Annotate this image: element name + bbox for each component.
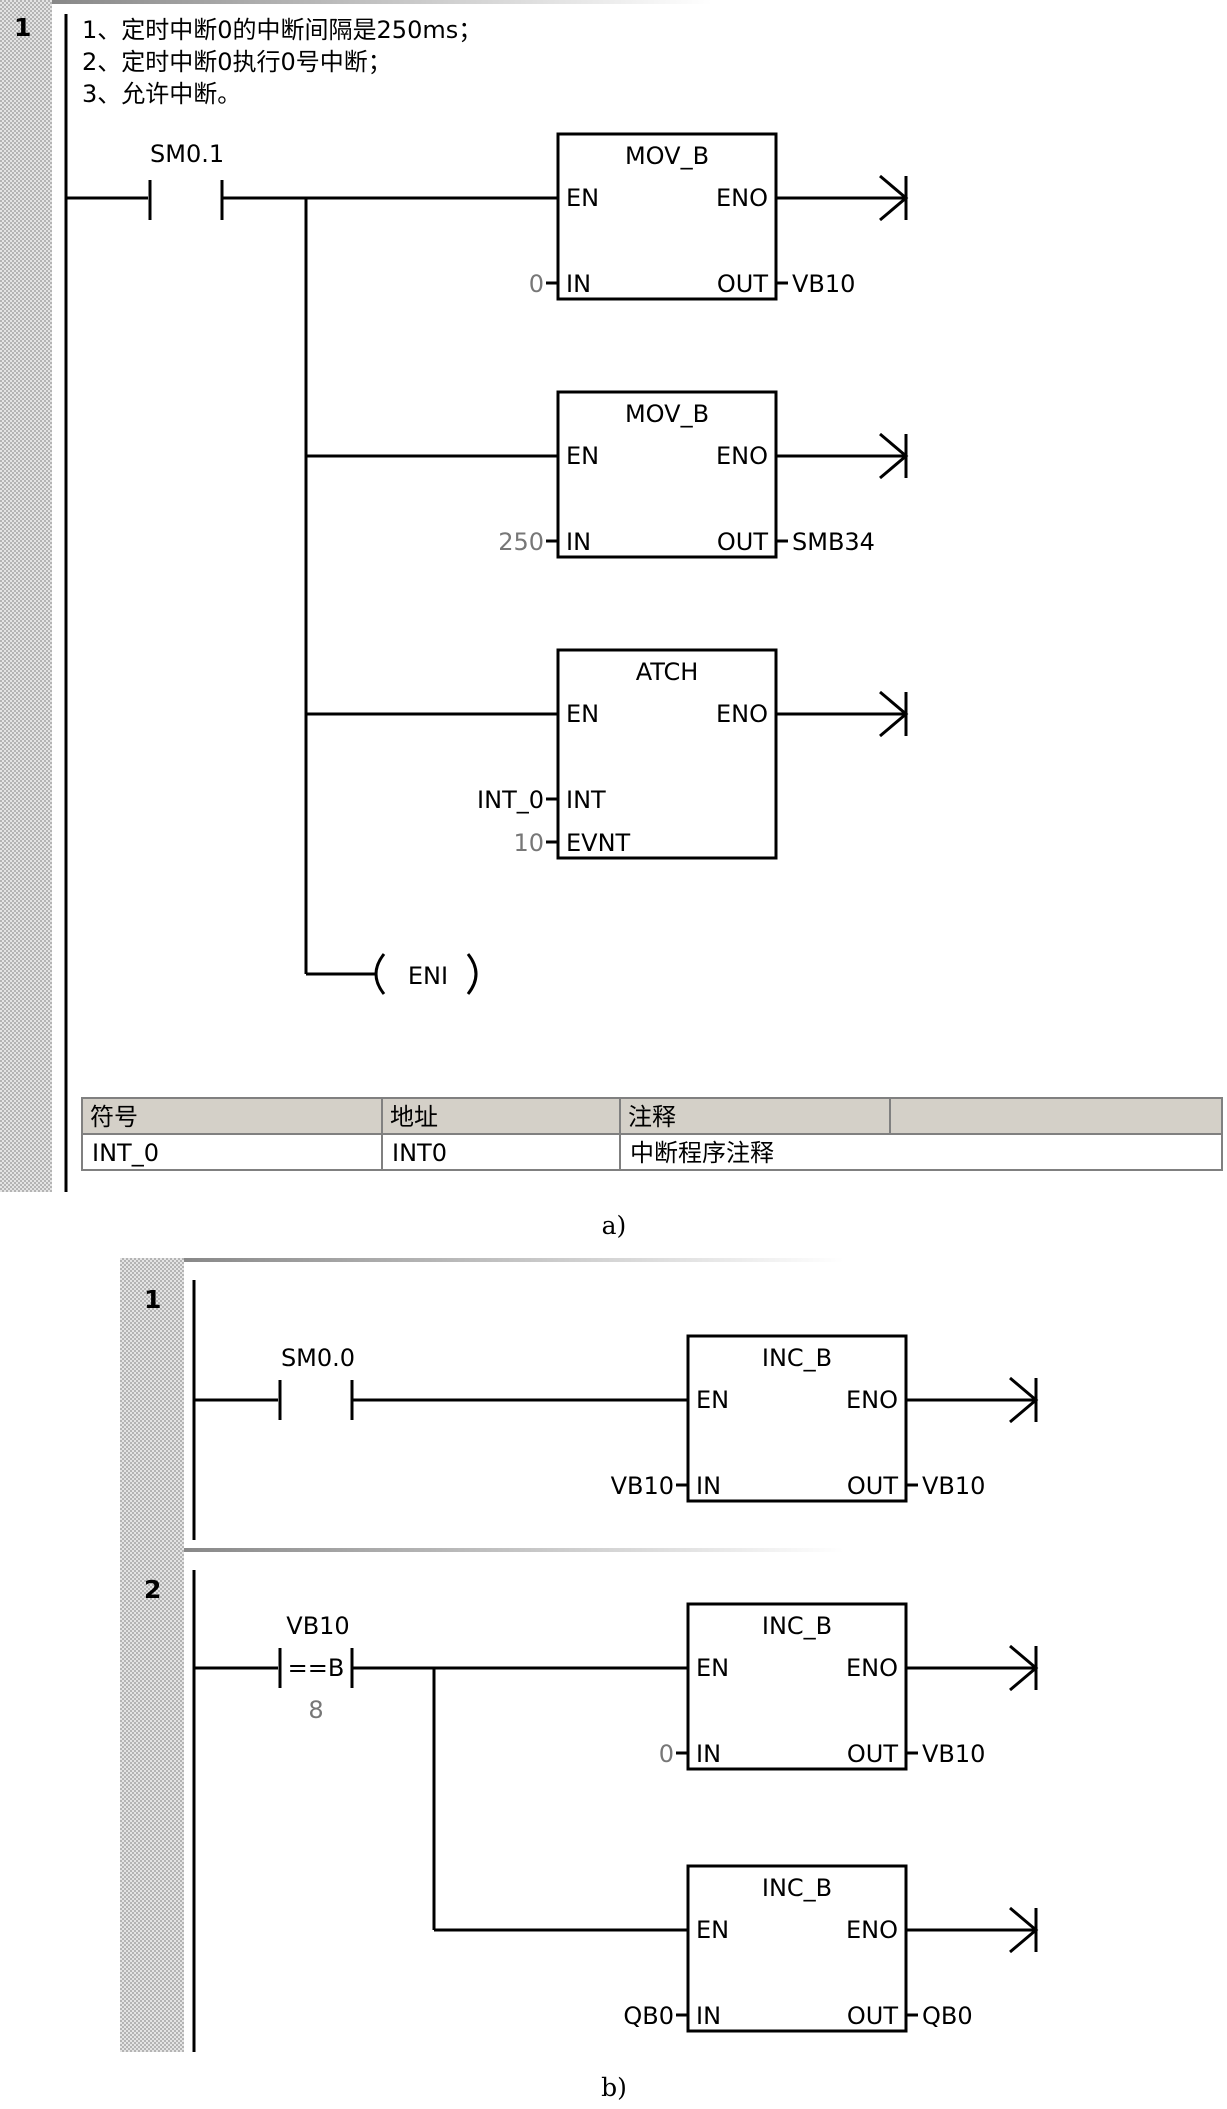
in-value: VB10 [611,1472,674,1500]
int-pin: INT [566,786,606,814]
network-top-border [184,1258,844,1262]
in-pin: IN [566,528,591,556]
network-comment-line-1: 1、定时中断0的中断间隔是250ms； [82,16,482,44]
mov-b-block-1: MOV_B EN ENO IN OUT 0 VB10 [529,132,909,301]
block-title: INC_B [762,1344,832,1372]
block-title: ATCH [636,658,699,686]
out-pin: OUT [717,270,768,298]
network-number: 1 [144,1285,161,1314]
out-value: VB10 [792,270,855,298]
cell-symbol: INT_0 [92,1139,159,1167]
network-gutter [120,1258,184,2052]
cell-address: INT0 [392,1139,447,1167]
out-pin: OUT [847,1740,898,1768]
out-pin: OUT [847,2002,898,2030]
mov-b-block-2: MOV_B EN ENO IN OUT 250 SMB34 [498,390,909,559]
eno-pin: ENO [716,184,768,212]
eno-pin: ENO [846,1386,898,1414]
in-value: QB0 [623,2002,674,2030]
atch-block: ATCH EN ENO INT EVNT INT_0 10 [477,648,909,860]
eno-pin: ENO [716,700,768,728]
en-pin: EN [696,1916,729,1944]
network-number: 1 [14,13,31,42]
en-pin: EN [566,442,599,470]
header-address: 地址 [390,1103,438,1131]
in-pin: IN [566,270,591,298]
eno-pin: ENO [846,1916,898,1944]
panel-b: 1 SM0.0 INC_B EN ENO IN OUT VB10 VB10 [120,1258,1039,2102]
block-frame [686,1602,908,1771]
in-value: 250 [498,528,544,556]
in-pin: IN [696,1740,721,1768]
out-value: QB0 [922,2002,973,2030]
block-frame [556,390,778,559]
coil-left-paren [374,953,386,995]
out-pin: OUT [717,528,768,556]
inc-b-block-1: INC_B EN ENO IN OUT 0 VB10 [659,1602,1039,1771]
network-2: 2 VB10 ==B 8 INC_B EN ENO IN OUT 0 VB10 [144,1575,1039,2033]
out-value: VB10 [922,1740,985,1768]
network-gutter [0,0,52,1192]
network-number: 2 [144,1575,161,1604]
en-pin: EN [566,700,599,728]
block-frame [686,1864,908,2033]
block-frame [556,132,778,301]
inc-b-block-2: INC_B EN ENO IN OUT QB0 QB0 [623,1864,1039,2033]
block-title: INC_B [762,1612,832,1640]
table-row [81,1133,1223,1171]
network-1: 1 SM0.0 INC_B EN ENO IN OUT VB10 VB10 [144,1285,1039,1503]
network-separator [184,1548,844,1552]
eno-pin: ENO [716,442,768,470]
out-value: SMB34 [792,528,875,556]
eni-coil: ENI [370,953,478,995]
network-comment-line-2: 2、定时中断0执行0号中断； [82,48,392,76]
in-value: 0 [659,1740,674,1768]
table-header-row [81,1097,1223,1135]
block-frame [686,1334,908,1503]
block-frame [556,648,778,860]
out-pin: OUT [847,1472,898,1500]
contact-label: SM0.0 [281,1344,355,1372]
symbol-table: 符号 地址 注释 INT_0 INT0 中断程序注释 [81,1097,1223,1171]
panel-a: 1 1、定时中断0的中断间隔是250ms； 2、定时中断0执行0号中断； 3、允… [0,0,1223,1240]
evnt-value: 10 [513,829,544,857]
evnt-pin: EVNT [566,829,631,857]
in-value: 0 [529,270,544,298]
coil-right-paren [466,953,478,995]
caption-a: a) [602,1211,627,1240]
en-pin: EN [696,1386,729,1414]
compare-operand-bottom: 8 [308,1696,323,1724]
compare-operator: ==B [288,1654,345,1682]
int-value: INT_0 [477,786,544,814]
coil-label: ENI [408,962,448,990]
en-pin: EN [696,1654,729,1682]
caption-b: b) [601,2073,627,2102]
network-top-border [52,0,712,4]
out-value: VB10 [922,1472,985,1500]
compare-operand-top: VB10 [286,1612,349,1640]
header-symbol: 符号 [90,1103,138,1131]
block-title: MOV_B [625,142,709,170]
in-pin: IN [696,1472,721,1500]
eno-pin: ENO [846,1654,898,1682]
network-comment-line-3: 3、允许中断。 [82,80,241,108]
en-pin: EN [566,184,599,212]
block-title: INC_B [762,1874,832,1902]
block-title: MOV_B [625,400,709,428]
in-pin: IN [696,2002,721,2030]
inc-b-block: INC_B EN ENO IN OUT VB10 VB10 [611,1334,1039,1503]
contact-label: SM0.1 [150,140,224,168]
header-comment: 注释 [628,1103,676,1131]
cell-comment: 中断程序注释 [630,1139,774,1167]
